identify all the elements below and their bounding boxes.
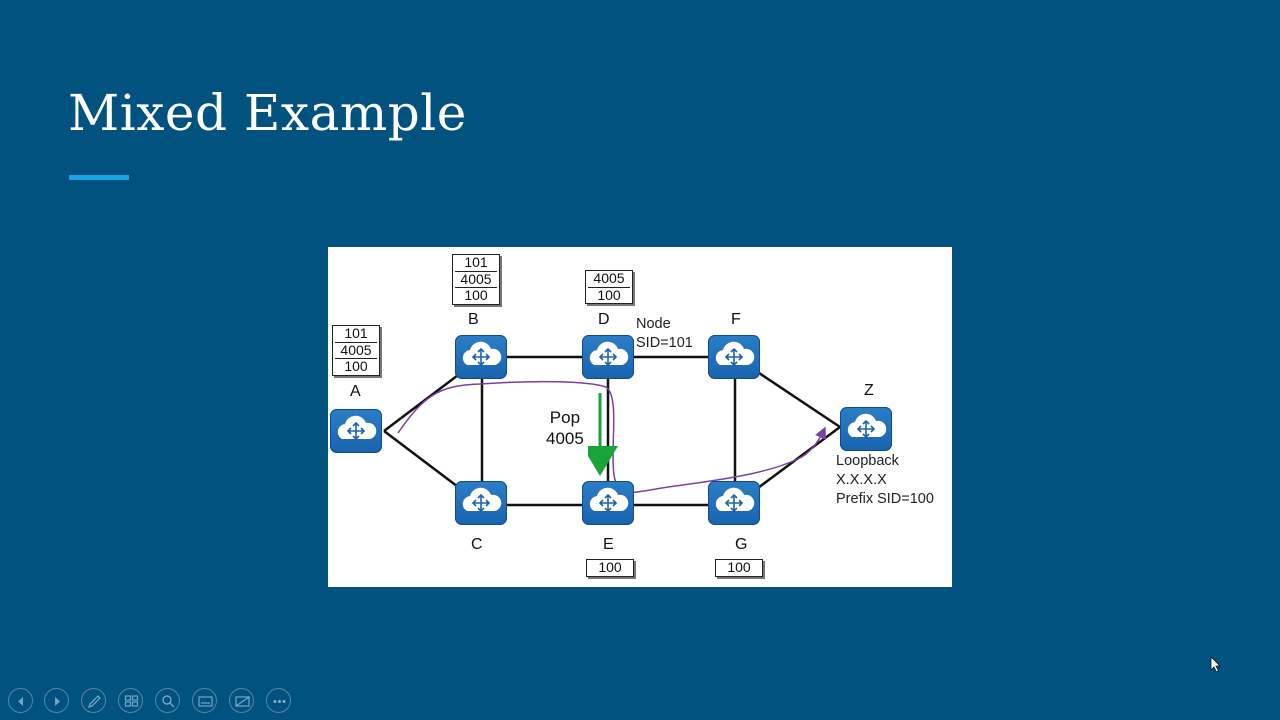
node-label-g: G <box>735 536 748 553</box>
label-stack-e: 100 <box>586 559 634 577</box>
previous-slide-button[interactable] <box>8 688 33 713</box>
node-label-c: C <box>471 536 483 553</box>
loopback-line2: X.X.X.X <box>836 472 887 488</box>
router-a-icon <box>330 409 382 453</box>
sr-path-arrow <box>397 380 826 494</box>
node-label-a: A <box>350 383 361 400</box>
router-z-icon <box>840 407 892 451</box>
label-cell: 100 <box>597 286 621 303</box>
see-all-slides-button[interactable] <box>118 688 143 713</box>
network-diagram: A B C D E F G Z 101 4005 100 101 4005 10… <box>328 247 952 587</box>
router-b-icon <box>455 335 507 379</box>
label-cell: 100 <box>344 358 368 374</box>
more-options-button[interactable] <box>266 688 291 713</box>
label-stack-b: 101 4005 100 <box>452 254 500 305</box>
label-stack-d: 4005 100 <box>585 270 633 304</box>
label-cell: 4005 <box>455 271 497 288</box>
loopback-annotation: Loopback X.X.X.X Prefix SID=100 <box>836 452 934 509</box>
label-stack-g: 100 <box>715 559 763 577</box>
magnifier-icon <box>162 695 175 708</box>
previous-arrow-icon <box>18 697 23 706</box>
loopback-line1: Loopback <box>836 453 899 469</box>
pop-line2: 4005 <box>546 429 584 448</box>
router-c-icon <box>455 481 507 525</box>
loopback-line3: Prefix SID=100 <box>836 491 934 507</box>
camera-off-icon <box>235 696 250 707</box>
label-cell: 100 <box>598 559 622 575</box>
node-label-d: D <box>598 311 610 328</box>
router-d-icon <box>582 335 634 379</box>
pen-icon <box>87 695 101 709</box>
node-label-f: F <box>731 311 741 328</box>
node-label-z: Z <box>864 382 874 399</box>
label-cell: 4005 <box>588 270 630 288</box>
slides-grid-icon <box>124 695 139 707</box>
node-label-e: E <box>603 536 614 553</box>
next-slide-button[interactable] <box>44 688 69 713</box>
node-sid-annotation: Node SID=101 <box>636 315 693 353</box>
next-arrow-icon <box>55 697 60 706</box>
label-cell: 4005 <box>335 342 377 359</box>
more-dots-icon <box>273 700 286 703</box>
pen-button[interactable] <box>81 688 106 713</box>
router-f-icon <box>708 335 760 379</box>
label-cell: 101 <box>455 254 497 272</box>
node-label-b: B <box>468 311 479 328</box>
router-e-icon <box>582 481 634 525</box>
pop-annotation: Pop 4005 <box>546 407 584 449</box>
label-cell: 101 <box>335 325 377 343</box>
zoom-button[interactable] <box>155 688 180 713</box>
label-stack-a: 101 4005 100 <box>332 325 380 376</box>
subtitles-icon <box>198 696 213 707</box>
title-underline <box>69 175 129 180</box>
node-sid-line2: SID=101 <box>636 335 693 351</box>
label-cell: 100 <box>727 559 751 575</box>
label-cell: 100 <box>464 287 488 303</box>
mouse-cursor-icon <box>1210 656 1222 679</box>
pop-line1: Pop <box>549 408 581 427</box>
subtitles-button[interactable] <box>192 688 217 713</box>
router-g-icon <box>708 481 760 525</box>
slide-title: Mixed Example <box>68 84 467 142</box>
node-sid-line1: Node <box>636 316 671 332</box>
camera-button[interactable] <box>229 688 254 713</box>
